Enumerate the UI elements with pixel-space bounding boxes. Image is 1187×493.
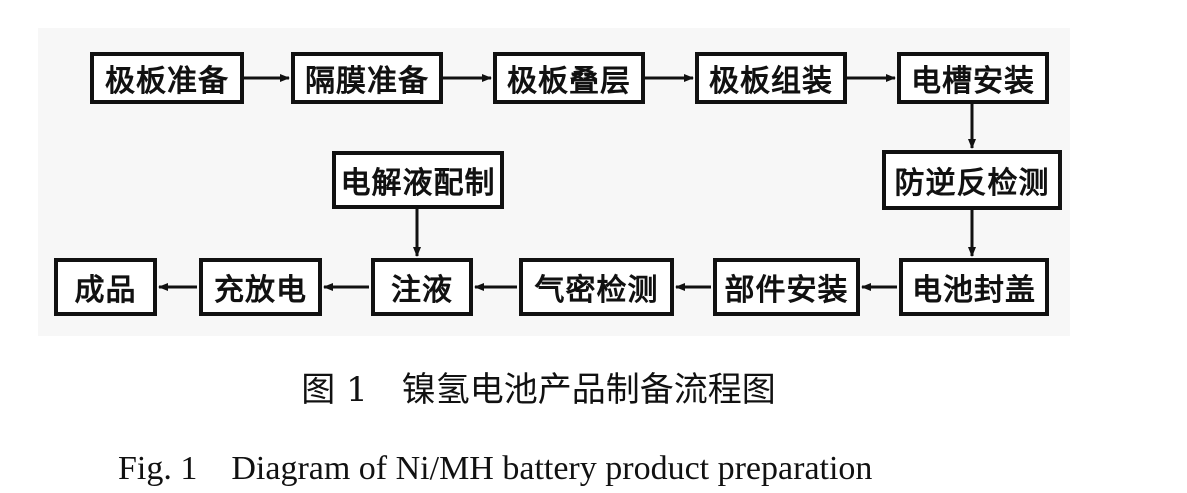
node-plate-stacking: 极板叠层 — [493, 52, 645, 104]
node-parts-install: 部件安装 — [713, 258, 860, 316]
node-reverse-test: 防逆反检测 — [882, 150, 1062, 210]
node-plate-prep: 极板准备 — [90, 52, 244, 104]
node-charge-discharge: 充放电 — [199, 258, 322, 316]
caption-english: Fig. 1 Diagram of Ni/MH battery product … — [118, 450, 873, 487]
node-product: 成品 — [54, 258, 157, 316]
node-cell-sealing: 电池封盖 — [899, 258, 1049, 316]
caption-chinese: 图 1 镍氢电池产品制备流程图 — [301, 370, 776, 410]
node-case-install: 电槽安装 — [897, 52, 1049, 104]
node-separator-prep: 隔膜准备 — [291, 52, 443, 104]
node-filling: 注液 — [371, 258, 473, 316]
node-plate-assembly: 极板组装 — [695, 52, 847, 104]
node-electrolyte-prep: 电解液配制 — [332, 151, 504, 209]
node-airtight-test: 气密检测 — [519, 258, 674, 316]
